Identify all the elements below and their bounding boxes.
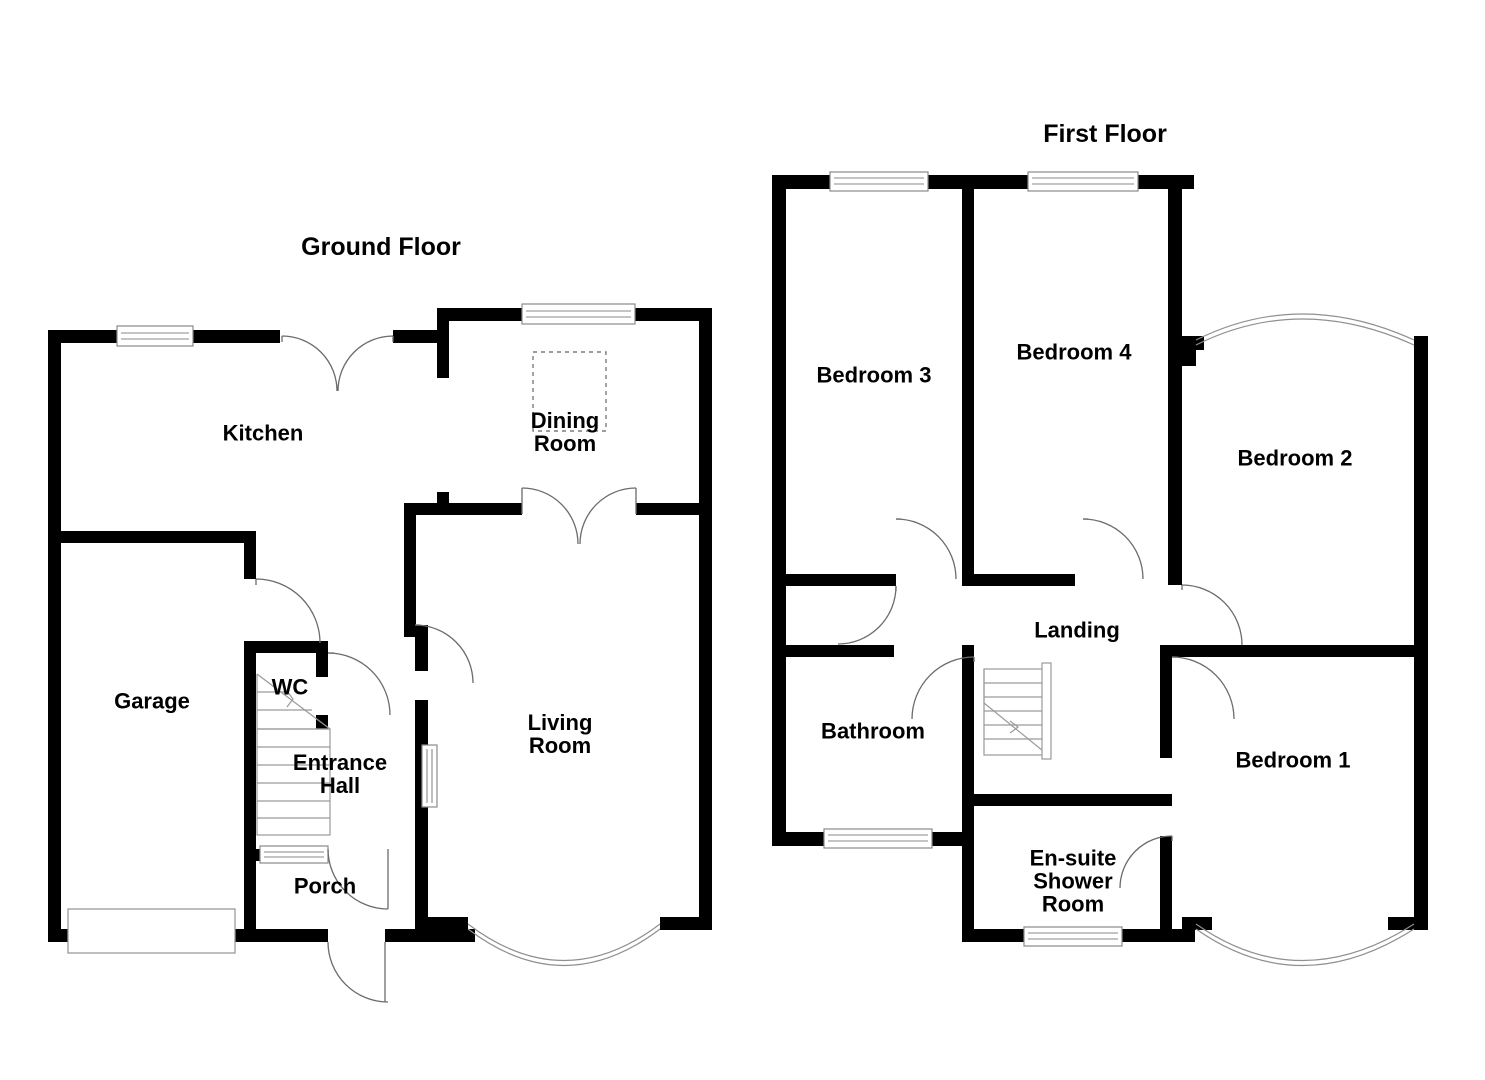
window-bathroom (823, 828, 933, 849)
window-porch (259, 845, 329, 864)
window-bedroom-4 (1027, 171, 1139, 192)
door-landing-stair (911, 656, 975, 720)
door-bedroom-4 (1082, 518, 1144, 580)
window-ensuite (1023, 926, 1123, 947)
window-dining-room (521, 303, 636, 325)
bow-window-bedroom-1 (1195, 923, 1415, 967)
dining-room-feature (532, 351, 607, 432)
bow-window-bedroom-2 (1195, 313, 1415, 346)
door-wc (327, 652, 391, 716)
first-floor-windows (823, 171, 1139, 947)
first-floor-doors (837, 518, 1243, 889)
ground-floor-doors (255, 335, 637, 1003)
door-bedroom-2 (1181, 584, 1243, 646)
window-kitchen (116, 325, 194, 347)
first-floor-group (772, 171, 1428, 967)
ground-floor-walls (48, 308, 712, 942)
staircase-first (983, 662, 1052, 760)
door-garage (255, 578, 321, 644)
garage-door (67, 908, 236, 954)
first-floor-walls (772, 175, 1428, 942)
door-porch-hall (327, 848, 389, 910)
floor-title-ground: Ground Floor (301, 233, 461, 261)
door-ensuite (1119, 835, 1173, 889)
door-front-entrance (327, 941, 389, 1003)
door-bedroom-1 (1171, 656, 1235, 720)
bow-window-living-room (467, 923, 661, 966)
floor-title-first: First Floor (1043, 120, 1167, 148)
door-bedroom-3 (895, 518, 957, 580)
door-hall-living (414, 624, 474, 684)
window-bedroom-3 (829, 171, 929, 192)
door-bathroom (837, 585, 897, 645)
staircase-ground (256, 673, 331, 836)
ground-floor-group (48, 303, 712, 1003)
ground-floor-windows (116, 303, 636, 864)
door-french-top (281, 335, 394, 392)
window-hall-side (421, 744, 438, 808)
door-french-dining-living (521, 487, 637, 545)
